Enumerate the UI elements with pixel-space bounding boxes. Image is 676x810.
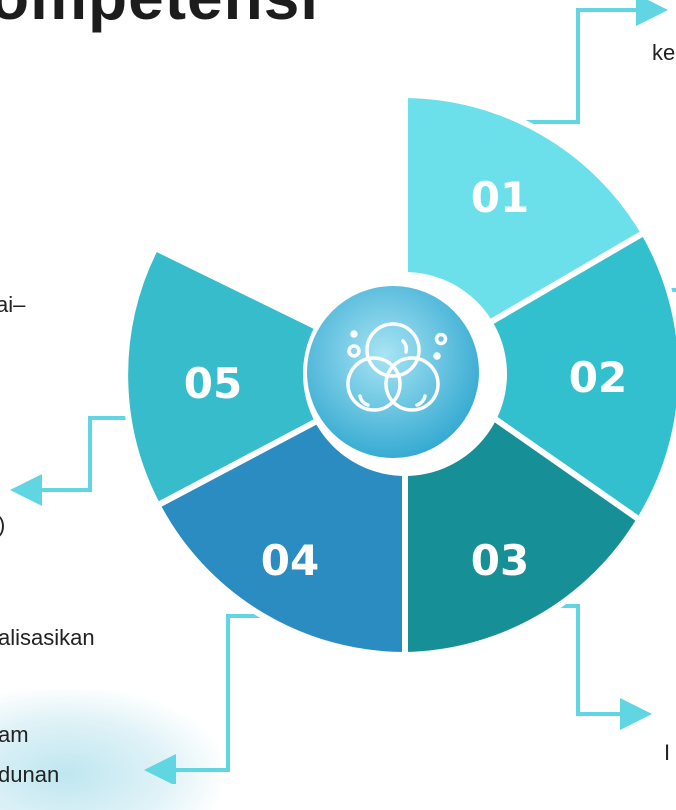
five-segment-ring-diagram: 01 02 03 04 05 (10, 0, 676, 784)
page-title: ompetensi (0, 0, 319, 34)
text-fragment-left-4: am (0, 722, 29, 747)
text-fragment-left-1: ai– (0, 292, 26, 317)
connector-04 (144, 614, 290, 784)
text-fragment-left-2: ) (0, 512, 5, 538)
text-fragment-bottom-right: I (664, 740, 671, 765)
connector-01 (515, 0, 668, 124)
segment-label-02: 02 (569, 353, 627, 402)
overlapping-circles-icon (346, 322, 448, 412)
text-fragment-left-5: dunan (0, 762, 60, 787)
segment-label-04: 04 (261, 536, 319, 585)
center-circle (307, 286, 479, 458)
text-fragment-top-right: ke (652, 40, 676, 65)
text-fragment-left-3: alisasikan (0, 625, 95, 650)
segment-label-05: 05 (184, 359, 242, 408)
segment-label-01: 01 (471, 173, 529, 222)
segment-label-03: 03 (471, 536, 529, 585)
ring-segments (122, 92, 676, 658)
segment-labels: 01 02 03 04 05 (184, 173, 627, 585)
